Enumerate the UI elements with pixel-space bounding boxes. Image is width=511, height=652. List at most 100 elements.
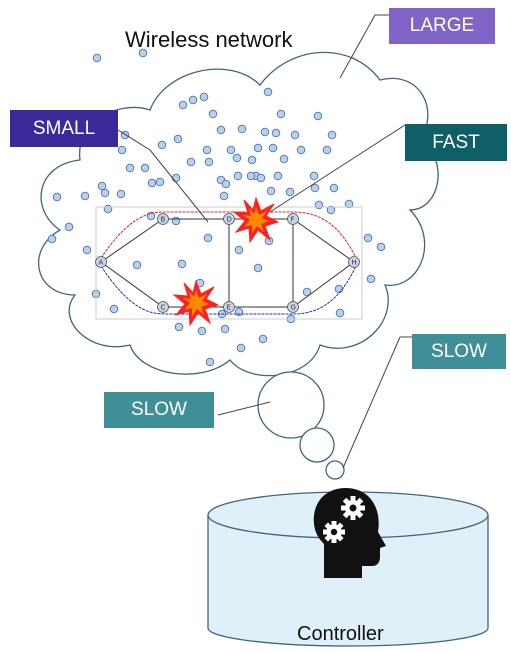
explosion-icon — [172, 279, 220, 327]
wireless-node-dot — [117, 145, 127, 155]
wireless-node-dot — [157, 140, 167, 150]
wireless-node-dot — [335, 308, 345, 318]
wireless-node-dot — [97, 181, 107, 191]
wireless-node-dot — [268, 143, 278, 153]
slow-bubble-callout-line — [217, 401, 271, 416]
wireless-node-dot — [178, 100, 188, 110]
wireless-node-dot — [205, 357, 215, 367]
wireless-node-dot — [326, 205, 336, 215]
svg-text:F: F — [291, 216, 295, 224]
wireless-node-dot — [309, 171, 319, 181]
wireless-node-dot — [329, 183, 339, 193]
network-title: Wireless network — [125, 27, 293, 52]
wireless-node-dot — [103, 204, 113, 214]
wireless-node-dot — [199, 92, 209, 102]
wireless-node-dot — [253, 143, 263, 153]
controller-label: Controller — [297, 623, 384, 645]
small-callout-line — [117, 129, 209, 223]
thought-bubble-small — [325, 460, 345, 480]
slow-top-callout-line — [342, 336, 412, 469]
wireless-node-dot — [273, 171, 283, 181]
svg-text:H: H — [352, 259, 357, 267]
small-label: SMALL — [10, 110, 118, 147]
wireless-node-dot — [202, 145, 212, 155]
wireless-node-dot — [256, 173, 266, 183]
wireless-node-dot — [116, 189, 126, 199]
wireless-node-dot — [344, 199, 354, 209]
wireless-node-dot — [203, 233, 213, 243]
graph-node-b: B — [157, 213, 169, 225]
wireless-node-dot — [64, 222, 74, 232]
wireless-node-dot — [327, 130, 337, 140]
thought-bubble-medium — [299, 427, 335, 463]
wireless-node-dot — [92, 53, 102, 63]
wireless-node-dot — [233, 171, 243, 181]
wireless-node-dot — [47, 234, 57, 244]
graph-node-f: F — [287, 213, 299, 225]
wireless-node-dot — [302, 287, 312, 297]
wireless-node-dot — [140, 163, 150, 173]
wireless-node-dot — [366, 274, 376, 284]
large-callout-line — [339, 14, 389, 79]
wireless-node-dot — [197, 326, 207, 336]
wireless-node-dot — [271, 128, 281, 138]
wireless-node-dot — [80, 191, 90, 201]
wireless-node-dot — [177, 259, 187, 269]
wireless-node-dot — [258, 334, 268, 344]
red-path — [100, 211, 357, 259]
graph-nodes: A B C D E F G H — [95, 213, 360, 313]
wireless-node-dot — [260, 127, 270, 137]
wireless-node-dot — [125, 163, 135, 173]
blue-path — [100, 265, 357, 315]
wireless-node-dot — [173, 134, 183, 144]
wireless-node-dot — [285, 187, 295, 197]
wireless-node-dot — [147, 178, 157, 188]
wireless-node-dot — [236, 343, 246, 353]
wireless-node-dot — [313, 111, 323, 121]
graph-node-d: D — [223, 213, 235, 225]
graph-node-c: C — [157, 301, 169, 313]
wireless-node-dot — [376, 242, 386, 252]
wireless-node-dot — [246, 171, 256, 181]
wireless-node-dot — [220, 324, 230, 334]
wireless-node-dot — [82, 245, 92, 255]
svg-text:C: C — [161, 304, 166, 312]
wireless-node-dot — [334, 284, 344, 294]
graph-node-e: E — [223, 301, 235, 313]
svg-text:G: G — [291, 304, 296, 312]
wireless-node-dot — [310, 183, 320, 193]
wireless-node-dot — [208, 109, 218, 119]
head-with-gears-icon — [313, 488, 386, 578]
wireless-node-dot — [296, 145, 306, 155]
wireless-node-dot — [232, 153, 242, 163]
slow-top-label: SLOW — [412, 334, 506, 369]
wireless-node-dot — [188, 95, 198, 105]
wireless-node-dot — [171, 173, 181, 183]
wireless-node-dot — [186, 157, 196, 167]
callout-lines — [117, 14, 412, 469]
wireless-node-dot — [266, 186, 276, 196]
wireless-node-dot — [204, 157, 214, 167]
svg-text:E: E — [227, 304, 231, 312]
wireless-node-dot — [237, 124, 247, 134]
graph-node-h: H — [348, 256, 360, 268]
wireless-node-dot — [174, 322, 184, 332]
graph-node-g: G — [287, 301, 299, 313]
wireless-node-dot — [100, 188, 110, 198]
wireless-node-dot — [155, 177, 165, 187]
wireless-node-dot — [276, 109, 286, 119]
wireless-node-dot — [290, 130, 300, 140]
wireless-node-dot — [234, 245, 244, 255]
wireless-node-dot — [221, 179, 231, 189]
wireless-node-dot — [138, 48, 148, 58]
fast-label: FAST — [405, 124, 507, 161]
wireless-node-dot — [171, 216, 181, 226]
wireless-node-dot — [219, 191, 229, 201]
wireless-node-dot — [109, 304, 119, 314]
wireless-node-dot — [314, 200, 324, 210]
wireless-node-dot — [216, 125, 226, 135]
explosion-icon — [232, 196, 280, 244]
wireless-node-dot — [226, 145, 236, 155]
graph-node-a: A — [95, 256, 107, 268]
